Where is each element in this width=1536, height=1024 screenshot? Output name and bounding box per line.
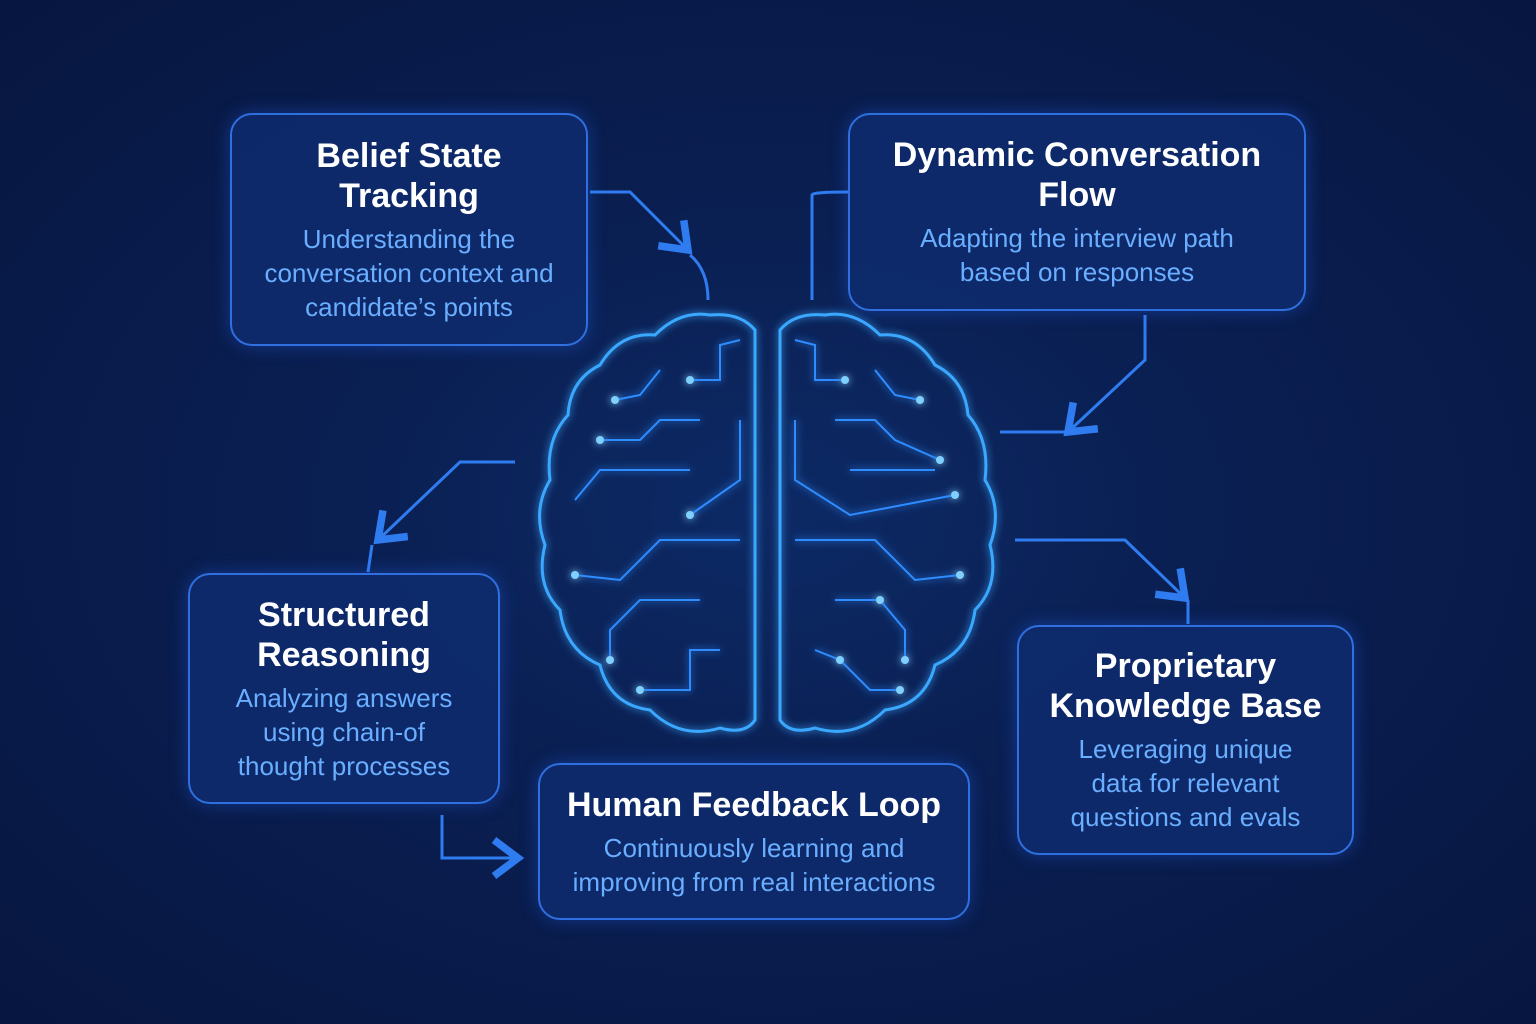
connector-arrows: [366, 190, 1190, 879]
node-title: Proprietary Knowledge Base: [1049, 647, 1322, 725]
arrow-dynamic-to-brain: [1063, 315, 1147, 437]
node-description: Continuously learning and improving from…: [572, 832, 936, 897]
node-title: Belief State Tracking: [316, 136, 502, 215]
node-description: Analyzing answers using chain-of thought…: [235, 682, 453, 781]
node-structured-reasoning: Structured Reasoning Analyzing answers u…: [188, 573, 500, 804]
node-dynamic-conversation-flow: Dynamic Conversation Flow Adapting the i…: [848, 113, 1306, 311]
node-title: Human Feedback Loop: [566, 785, 942, 824]
node-title: Dynamic Conversation Flow: [892, 136, 1262, 214]
node-description: Adapting the interview path based on res…: [920, 223, 1234, 287]
node-title: Structured Reasoning: [257, 595, 431, 674]
node-proprietary-knowledge-base: Proprietary Knowledge Base Leveraging un…: [1017, 625, 1354, 855]
arrow-belief-to-brain: [590, 190, 693, 255]
arrow-reasoning-to-feedback: [440, 815, 525, 879]
node-human-feedback-loop: Human Feedback Loop Continuously learnin…: [538, 763, 970, 920]
node-description: Understanding the conversation context a…: [264, 223, 554, 322]
node-belief-state-tracking: Belief State Tracking Understanding the …: [230, 113, 588, 346]
arrow-brain-to-reasoning: [373, 460, 515, 545]
arrow-brain-to-knowledge: [1015, 538, 1190, 603]
brain-circuit-icon: [538, 312, 997, 733]
node-description: Leveraging unique data for relevant ques…: [1070, 734, 1301, 832]
